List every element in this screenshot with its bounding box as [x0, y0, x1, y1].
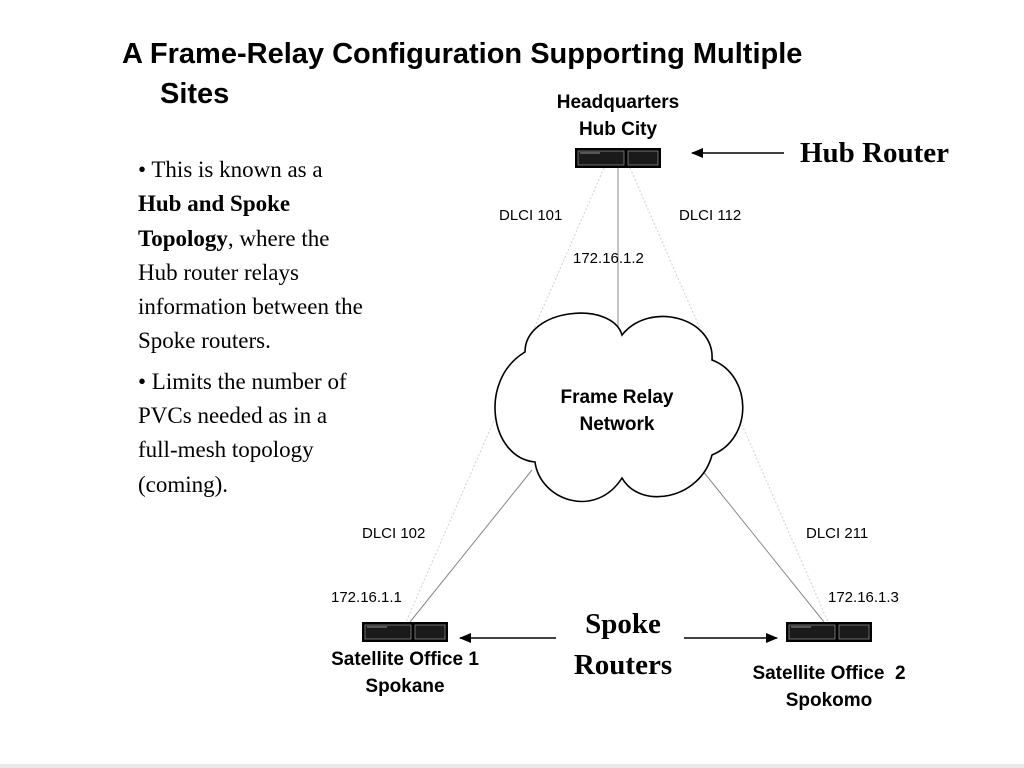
hub-site-line2: Hub City — [578, 119, 658, 140]
spoke2-site-line1: Satellite Office 2 — [752, 663, 906, 684]
spoke1-site-line1: Satellite Office 1 — [331, 649, 479, 670]
slide-title-line2: Sites — [160, 78, 230, 110]
bullet-item-pvc-limit: • Limits the number of PVCs needed as in… — [138, 365, 363, 502]
bullet-1-suffix: , where the Hub router relays informatio… — [138, 225, 363, 354]
dlci-hub-left: DLCI 101 — [499, 207, 563, 224]
slide-title: A Frame-Relay Configuration Supporting M… — [122, 34, 952, 114]
dlci-spoke2: DLCI 211 — [806, 525, 869, 542]
link-cloud-spoke1 — [409, 469, 533, 623]
spoke-router-1-icon — [362, 622, 448, 642]
footer-bar — [0, 764, 1024, 768]
cloud-label: Frame Relay Network — [532, 384, 702, 438]
cloud-label-line1: Frame Relay — [560, 387, 674, 408]
pvc-line-hub-spoke2 — [629, 167, 829, 623]
ip-hub: 172.16.1.2 — [573, 250, 644, 267]
hub-site-line1: Headquarters — [556, 92, 680, 113]
spoke-callout-line1: Spoke — [585, 608, 661, 640]
bullet-1-prefix: • This is known as a — [138, 157, 323, 182]
hub-router-callout: Hub Router — [800, 137, 950, 169]
bullet-list: • This is known as a Hub and Spoke Topol… — [138, 153, 363, 508]
hub-site-label: Headquarters Hub City — [533, 89, 703, 143]
pvc-line-hub-spoke1 — [405, 167, 605, 623]
frame-relay-cloud — [494, 312, 744, 503]
ip-spoke1: 172.16.1.1 — [331, 589, 402, 606]
cloud-label-line2: Network — [579, 414, 655, 435]
link-cloud-spoke2 — [701, 469, 825, 623]
dlci-spoke1: DLCI 102 — [362, 525, 426, 542]
bullet-item-hub-spoke: • This is known as a Hub and Spoke Topol… — [138, 153, 363, 359]
spoke1-site-label: Satellite Office 1 Spokane — [305, 646, 505, 700]
hub-router-icon — [575, 148, 661, 168]
slide-title-line1: A Frame-Relay Configuration Supporting M… — [122, 38, 803, 70]
spoke2-site-line2: Spokomo — [785, 690, 873, 711]
spoke-router-2-icon — [786, 622, 872, 642]
ip-spoke2: 172.16.1.3 — [828, 589, 899, 606]
spoke-routers-callout: Spoke Routers — [553, 604, 693, 686]
dlci-hub-right: DLCI 112 — [679, 207, 742, 224]
spoke-callout-line2: Routers — [573, 649, 673, 681]
spoke1-site-line2: Spokane — [365, 676, 445, 697]
bullet-1-bold: Hub and Spoke Topology — [138, 191, 291, 251]
bullet-2-text: • Limits the number of PVCs needed as in… — [138, 368, 347, 497]
spoke2-site-label: Satellite Office 2 Spokomo — [725, 660, 933, 714]
